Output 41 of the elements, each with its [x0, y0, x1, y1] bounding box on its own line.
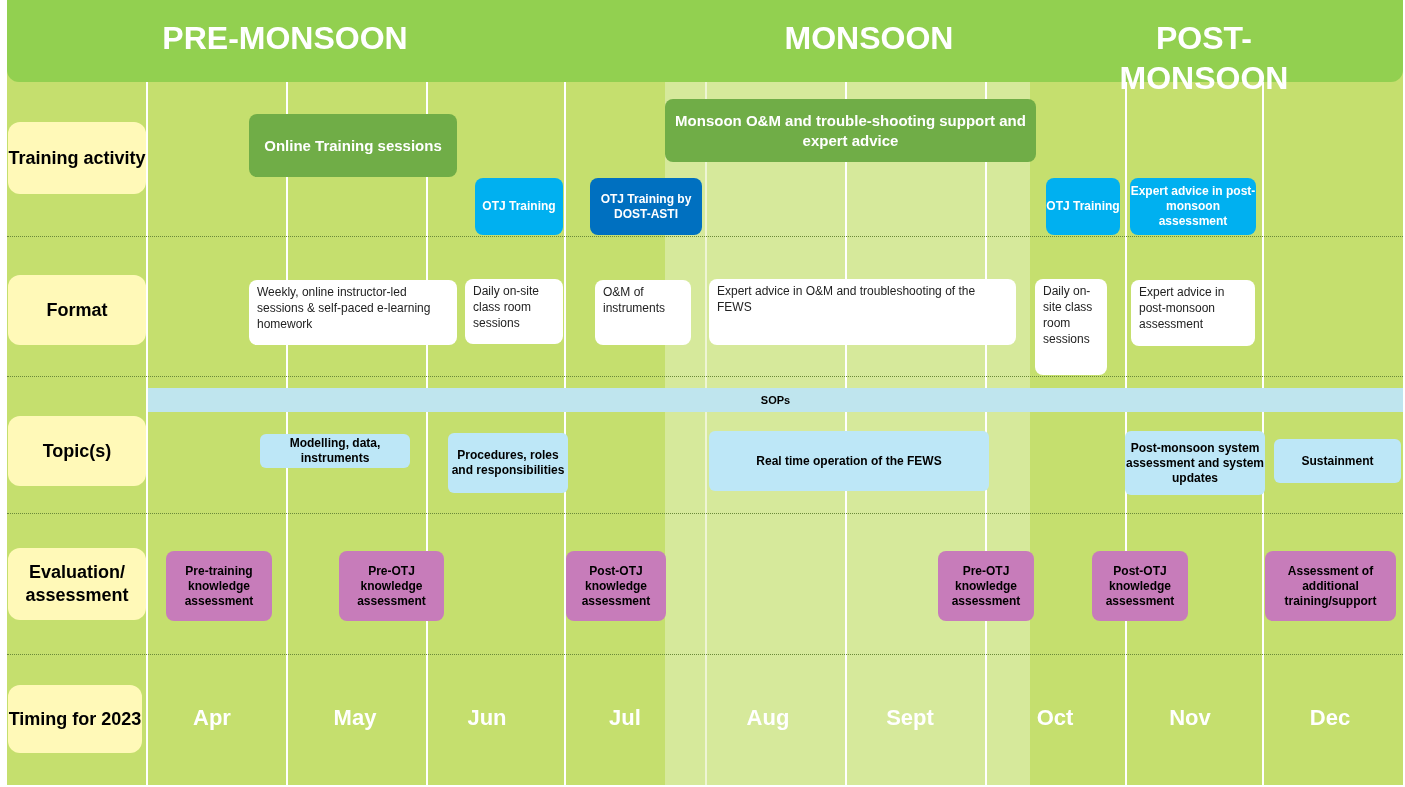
row-header: Evaluation/ assessment — [8, 548, 146, 620]
month-label: Jul — [608, 704, 642, 732]
month-label: Jun — [466, 704, 508, 732]
format-box: Daily on-site class room sessions — [465, 279, 563, 344]
activity-box: Monsoon O&M and trouble-shooting support and expert advice — [665, 99, 1036, 162]
training-box: OTJ Training by DOST-ASTI — [590, 178, 702, 235]
season-label: PRE-MONSOON — [161, 19, 409, 58]
format-box: Weekly, online instructor-led sessions & self-paced e-learning homework — [249, 280, 457, 345]
sops-band: SOPs — [148, 388, 1403, 412]
month-label: Oct — [1035, 704, 1075, 732]
assessment-box: Pre-OTJ knowledge assessment — [339, 551, 444, 621]
training-box: Expert advice in post-monsoon assessment — [1130, 178, 1256, 235]
format-box: Daily on-site class room sessions — [1035, 279, 1107, 375]
month-label: Apr — [192, 704, 232, 732]
season-label: POST-MONSOON — [1118, 19, 1290, 98]
row-header: Training activity — [8, 122, 146, 194]
assessment-box: Assessment of additional training/support — [1265, 551, 1396, 621]
assessment-box: Post-OTJ knowledge assessment — [566, 551, 666, 621]
month-label: Sept — [885, 704, 935, 732]
row-header: Timing for 2023 — [8, 685, 142, 753]
month-label: Aug — [745, 704, 791, 732]
topic-box: Modelling, data, instruments — [260, 434, 410, 468]
topic-box: Procedures, roles and responsibilities — [448, 433, 568, 493]
topic-box: Sustainment — [1274, 439, 1401, 483]
format-box: Expert advice in post-monsoon assessment — [1131, 280, 1255, 346]
month-label: Dec — [1308, 704, 1352, 732]
assessment-box: Pre-training knowledge assessment — [166, 551, 272, 621]
month-label: May — [332, 704, 378, 732]
row-header: Topic(s) — [8, 416, 146, 486]
month-label: Nov — [1168, 704, 1212, 732]
row-header: Format — [8, 275, 146, 345]
format-box: O&M of instruments — [595, 280, 691, 345]
assessment-box: Pre-OTJ knowledge assessment — [938, 551, 1034, 621]
training-box: OTJ Training — [475, 178, 563, 235]
training-box: OTJ Training — [1046, 178, 1120, 235]
topic-box: Real time operation of the FEWS — [709, 431, 989, 491]
activity-box: Online Training sessions — [249, 114, 457, 177]
assessment-box: Post-OTJ knowledge assessment — [1092, 551, 1188, 621]
season-label: MONSOON — [783, 19, 955, 58]
format-box: Expert advice in O&M and troubleshooting of the FEWS — [709, 279, 1016, 345]
topic-box: Post-monsoon system assessment and system updates — [1125, 431, 1265, 495]
